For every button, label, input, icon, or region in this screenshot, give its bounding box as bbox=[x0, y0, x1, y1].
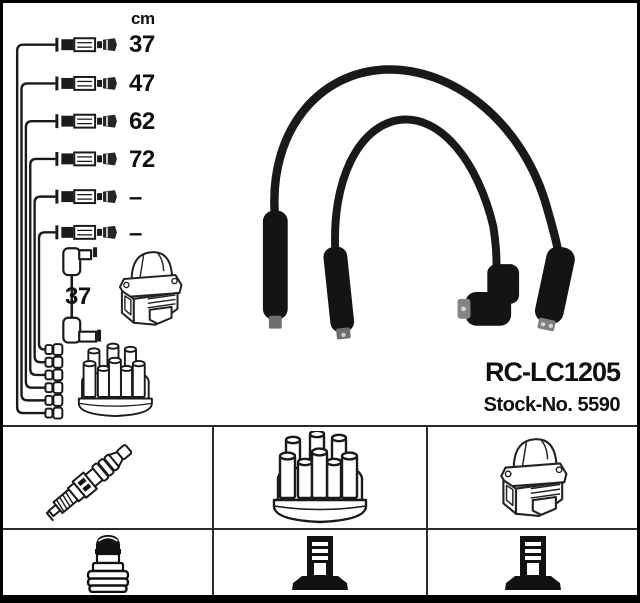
coil-wire-drawing bbox=[62, 247, 102, 344]
legend-cell-distributor-cap bbox=[214, 427, 428, 530]
length-unit-header: cm bbox=[131, 9, 155, 28]
cable-length-1: 37 bbox=[129, 31, 155, 58]
cable-length-schematic bbox=[15, 43, 56, 415]
cable-length-6: – bbox=[129, 220, 142, 247]
line-art-diagram bbox=[15, 36, 575, 420]
legend-cell-terminal-1 bbox=[214, 530, 428, 595]
straight-boot-long bbox=[262, 210, 288, 329]
cable-length-2: 47 bbox=[129, 70, 155, 97]
inner-cable bbox=[331, 115, 501, 275]
straight-boot-inner bbox=[323, 246, 355, 340]
stock-number: Stock-No. 5590 bbox=[483, 394, 621, 416]
diagram-area: cm 37 47 62 72 – – 37 RC-LC1205 Stock-No… bbox=[3, 3, 637, 425]
plug-cover-icon bbox=[86, 533, 129, 593]
outer-cable bbox=[270, 65, 563, 254]
coil-wire-length: 37 bbox=[65, 283, 91, 310]
legend-cell-spark-plug bbox=[3, 427, 214, 530]
cable-length-4: 72 bbox=[129, 146, 155, 173]
distributor-cap-icon bbox=[272, 430, 368, 523]
elbow-boot bbox=[457, 264, 520, 326]
cable-length-5: – bbox=[129, 184, 142, 211]
legend-cell-terminal-2 bbox=[428, 530, 637, 595]
cable-length-3: 62 bbox=[129, 108, 155, 135]
ignition-coil-icon bbox=[499, 437, 567, 517]
ignition-cables-photo bbox=[262, 65, 575, 340]
distributor-cap-drawing bbox=[77, 342, 153, 418]
straight-boot-right bbox=[534, 246, 575, 332]
spark-plug-icon bbox=[41, 438, 137, 524]
legend-cell-ignition-coil bbox=[428, 427, 637, 530]
image-content: cm 37 47 62 72 – – 37 RC-LC1205 Stock-No… bbox=[3, 3, 637, 595]
cable-connector-drawings bbox=[54, 36, 118, 241]
distributor-stub-drawings bbox=[44, 343, 64, 420]
terminal-icon bbox=[292, 535, 348, 590]
legend-cell-plug-cover bbox=[3, 530, 214, 595]
ignition-coil-drawing bbox=[118, 251, 183, 326]
terminal-icon bbox=[504, 535, 561, 590]
part-number: RC-LC1205 bbox=[484, 357, 621, 387]
connection-legend-table bbox=[3, 425, 637, 595]
